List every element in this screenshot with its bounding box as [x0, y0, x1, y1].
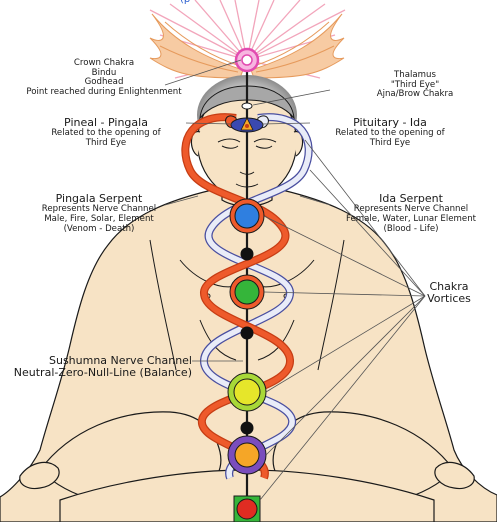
knot-1	[240, 247, 254, 261]
legs	[39, 411, 455, 523]
pineal-label: Pineal - Pingala Related to the opening …	[51, 116, 161, 148]
face	[217, 138, 277, 188]
ida-serpent-label: Ida Serpent Represents Nerve Channel Fem…	[345, 192, 477, 234]
header-partial-text: (p	[180, 0, 190, 5]
thalamus-icon	[241, 102, 253, 110]
solar-chakra-icon	[227, 372, 267, 412]
leader-lines	[164, 59, 426, 501]
crown-chakra-icon	[234, 47, 260, 73]
sacral-chakra-icon	[227, 435, 267, 475]
root-chakra-icon	[233, 495, 261, 523]
thalamus-label: Thalamus "Third Eye" Ajna/Brow Chakra	[376, 70, 454, 100]
ida-serpent	[200, 113, 313, 480]
heart-chakra-icon	[229, 274, 265, 310]
pingala-serpent	[181, 113, 294, 480]
third-eye-icon	[230, 117, 264, 133]
pituitary-label: Pituitary - Ida Related to the opening o…	[335, 116, 445, 148]
sushumna-label: Sushumna Nerve Channel Neutral-Zero-Null…	[13, 354, 192, 380]
throat-chakra-icon	[229, 198, 265, 234]
pingala-serpent-label: Pingala Serpent Represents Nerve Channel…	[41, 192, 157, 234]
knot-2	[240, 326, 254, 340]
knot-3	[240, 421, 254, 435]
chakra-vortices-label: Chakra Vortices	[427, 280, 471, 306]
hair	[199, 85, 295, 120]
hands	[19, 461, 475, 490]
crown-chakra-label: Crown Chakra Bindu Godhead Point reached…	[26, 58, 182, 97]
